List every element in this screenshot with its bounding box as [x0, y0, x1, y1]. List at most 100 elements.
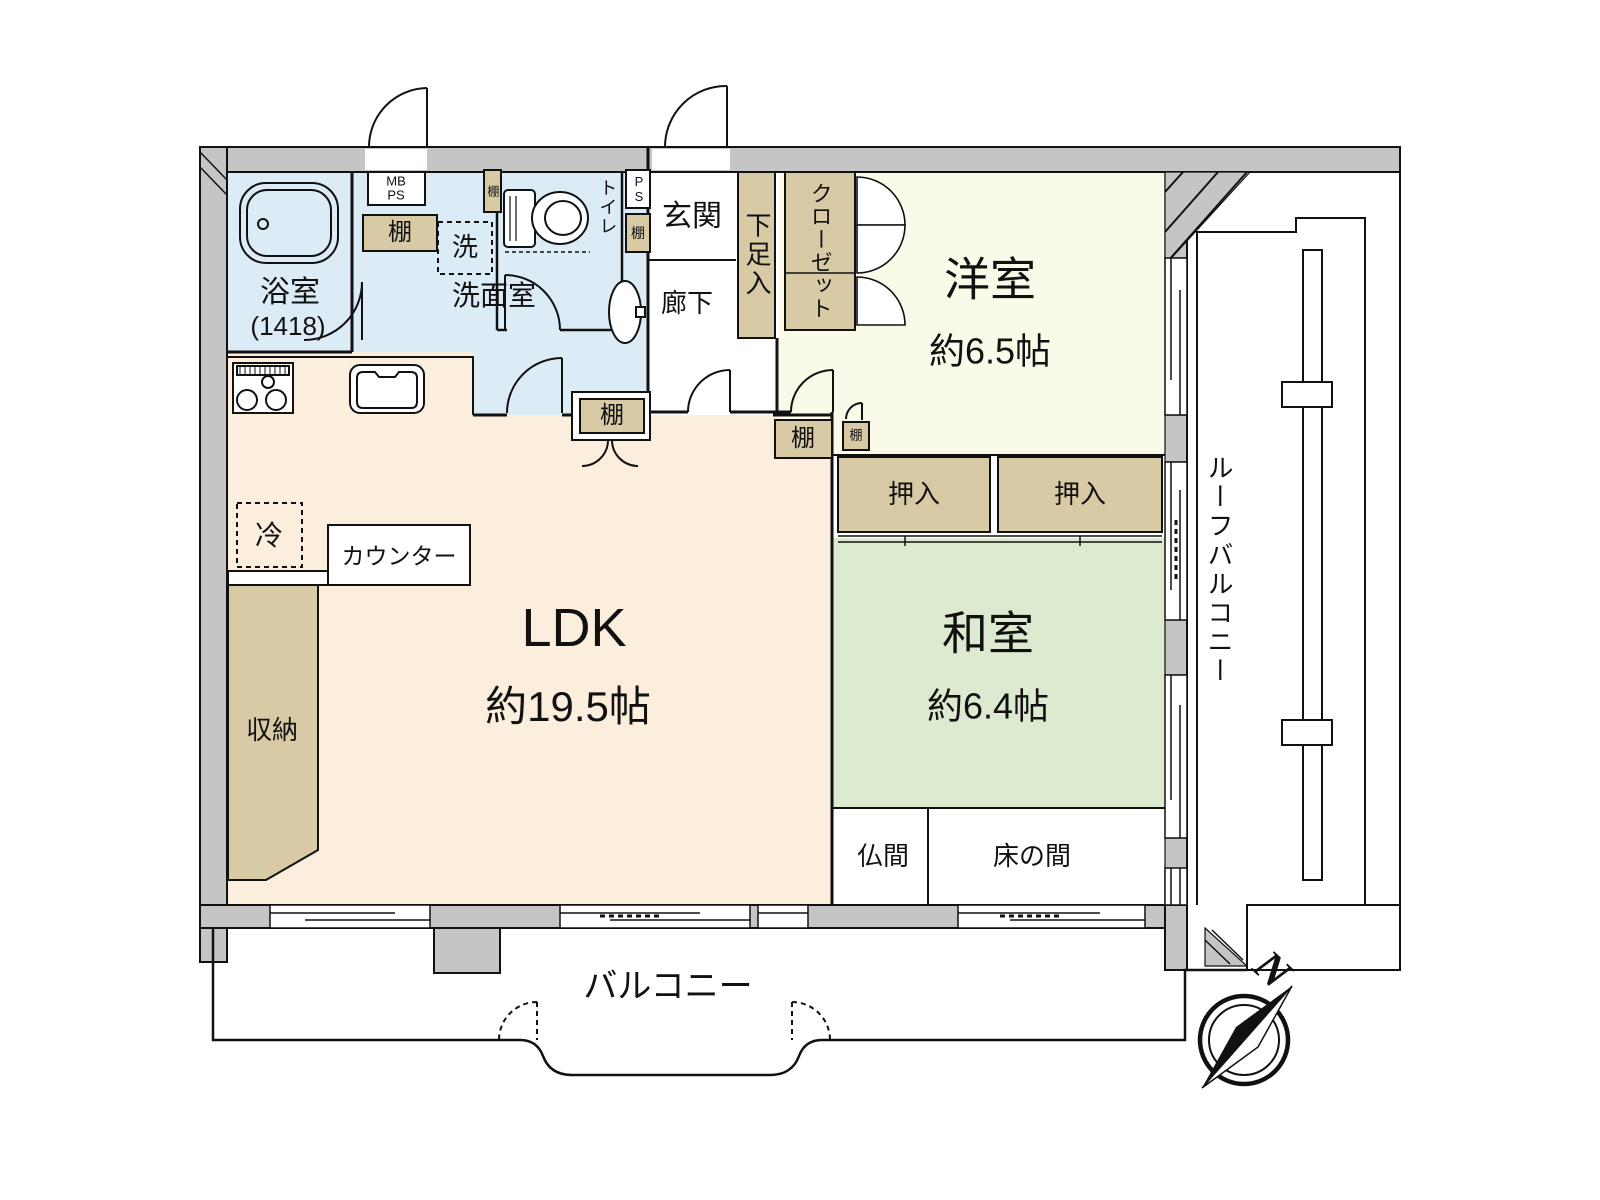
butsuma-label: 仏間 [856, 841, 910, 872]
window [1164, 257, 1188, 416]
bathtub-drain [257, 218, 269, 230]
window-sash [1170, 868, 1181, 905]
stove-grill [236, 365, 290, 376]
compass-inner-ring [1208, 1004, 1280, 1076]
western-room-label: 洋室 [944, 253, 1036, 306]
railing-post [1281, 719, 1333, 746]
shelf-box [579, 398, 645, 434]
compass-outer-ring [1197, 993, 1291, 1087]
wall-right-seg [1164, 414, 1188, 463]
washer-label: 洗 [451, 232, 479, 263]
shelf-box [774, 419, 833, 459]
hatch-wedge-bottom [1204, 926, 1249, 967]
storage-label: 収納 [245, 715, 299, 746]
toilet-label: トイレ [597, 178, 618, 236]
sink-basin [356, 371, 418, 409]
storage-boxes [227, 149, 1163, 881]
door-main-entry [664, 84, 728, 148]
roof-balcony-railing-outline [1196, 217, 1366, 905]
window [1164, 867, 1188, 906]
door-toilet [504, 274, 561, 331]
door-ldk [687, 369, 731, 413]
door-washroom [506, 357, 563, 414]
wall-toilet [495, 172, 624, 332]
counter-box [327, 524, 471, 586]
hatch-wedge-lines [1164, 171, 1248, 262]
shelf-box-small [842, 421, 870, 451]
toilet-tank-lines [509, 196, 517, 241]
bathroom-size-label: (1418) [250, 311, 326, 342]
balcony-partition-left [498, 1001, 538, 1041]
meter-box [367, 171, 426, 206]
closet-folding-door [856, 224, 906, 274]
fridge-space [236, 502, 303, 568]
shoe-cabinet-box [737, 171, 776, 339]
fixtures [232, 182, 646, 414]
shelf-label-small: 棚 [485, 185, 500, 197]
shelf-label-small: 棚 [849, 427, 863, 443]
compass-icon [1197, 985, 1293, 1089]
ldk-floor [227, 415, 832, 905]
window-sash [560, 912, 750, 921]
shelf-label: 棚 [791, 425, 815, 453]
counter-label: カウンター [341, 542, 457, 569]
bathroom-label: 浴室 [260, 275, 320, 309]
balcony-outline [211, 928, 1247, 1077]
stove-grill-lines [239, 366, 286, 375]
wall-corridor-bottom [648, 410, 832, 417]
window-sash [1170, 462, 1181, 620]
ldk-size-label: 約19.5帖 [485, 682, 651, 730]
door-bathroom [303, 281, 363, 341]
wall-left [199, 146, 228, 963]
door-shelf-small [845, 402, 863, 420]
oshiire-left-label: 押入 [887, 479, 941, 510]
japanese-room-size-label: 約6.4帖 [926, 685, 1050, 727]
fridge-label: 冷 [254, 519, 284, 551]
window [757, 904, 809, 929]
japanese-room-floor [832, 538, 1165, 808]
pipe-space-label: PS [631, 174, 647, 204]
hatch-wedge-bottom-lines [1204, 929, 1244, 965]
wall-right-seg [1164, 619, 1188, 676]
door-western-room [790, 369, 834, 413]
shelf-box-small [483, 169, 502, 213]
door-service-entry [368, 87, 428, 148]
shelf-label: 棚 [600, 402, 624, 430]
shelf-label-small: 棚 [631, 224, 645, 241]
shelf-box-small [625, 213, 651, 253]
roof-balcony-railing [1302, 249, 1323, 881]
closet-label: クローゼット [807, 182, 833, 320]
roof-balcony [1164, 171, 1401, 971]
roof-balcony-label: ルーフバルコニー [1203, 454, 1234, 686]
hatch-top-left [199, 151, 228, 196]
windows-bottom [269, 904, 1146, 929]
fusuma-track [838, 535, 1162, 546]
window-sash [1170, 258, 1181, 415]
window-sash [1170, 675, 1181, 838]
window [1164, 674, 1188, 839]
toilet-bowl-inner [544, 200, 582, 236]
washroom-label: 洗面室 [451, 279, 537, 311]
window-sash [270, 912, 430, 921]
door-shelf-double [581, 439, 639, 467]
hallway-label: 廊下 [660, 288, 714, 319]
wall-gap [365, 149, 427, 170]
wall-pillar [433, 927, 501, 974]
basin-faucet [635, 306, 646, 318]
windows-right [1164, 257, 1188, 906]
entrance-label: 玄関 [662, 199, 722, 233]
oshiire-right-box [997, 456, 1163, 533]
oshiire-left-box [837, 456, 991, 533]
doors [303, 84, 906, 467]
stove-burner [236, 389, 258, 411]
railing-post [1281, 381, 1333, 408]
shelf-label: 棚 [388, 219, 412, 247]
meter-box-label: MB PS [386, 173, 406, 202]
tokonoma-label: 床の間 [992, 841, 1072, 872]
shelf-box [362, 214, 438, 252]
compass-needle-light [1201, 985, 1293, 1089]
balcony-bottom [211, 928, 1247, 1077]
western-room-size-label: 約6.5帖 [928, 330, 1052, 372]
